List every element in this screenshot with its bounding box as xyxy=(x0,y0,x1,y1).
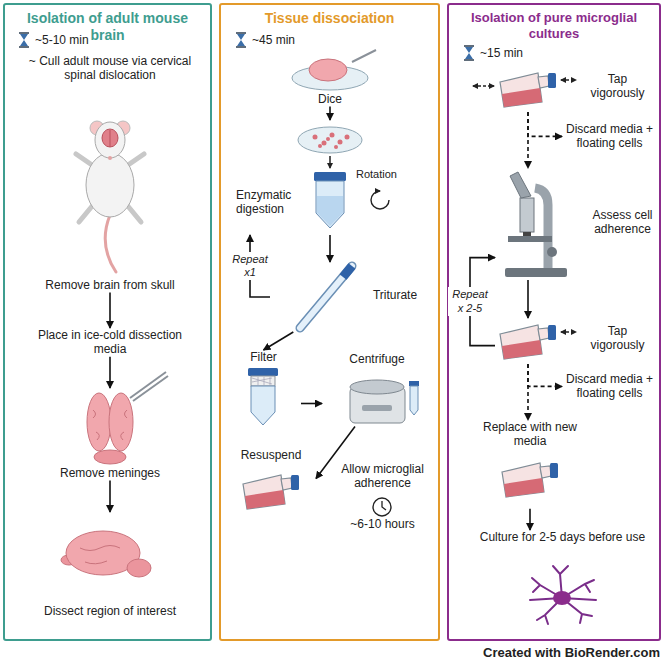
step-label: Discard media + floating cells xyxy=(562,372,657,401)
step-label: Assess cell adherence xyxy=(590,208,655,237)
time-label: ~5-10 min xyxy=(35,33,89,47)
step-label: Triturate xyxy=(365,288,425,302)
step-node: Dice xyxy=(285,46,375,106)
step-node: Remove brain from skull xyxy=(15,278,205,292)
panel: Isolation of pure microglial culturesTap… xyxy=(447,3,661,641)
step-node: Remove meninges xyxy=(45,388,175,480)
flow-arrow xyxy=(329,235,331,262)
flow-arrow xyxy=(329,106,331,120)
step-node: Triturate xyxy=(270,262,425,332)
panel: Tissue dissociationDiceEnzymatic digesti… xyxy=(219,3,440,641)
step-node: Tap vigorously xyxy=(470,66,655,112)
panel-heading: Tissue dissociation xyxy=(225,10,434,27)
dashed-arrow xyxy=(527,364,529,420)
time-label: ~15 min xyxy=(480,46,523,60)
step-label: Place in ice-cold dissection media xyxy=(25,328,195,357)
step-node: Enzymatic digestion xyxy=(232,120,428,235)
step-label: Tap vigorously xyxy=(580,72,655,101)
step-node: Discard media + floating cells xyxy=(562,372,657,401)
flow-arrow xyxy=(264,332,294,350)
rotation-label: Rotation xyxy=(356,168,397,181)
dashed-arrow xyxy=(528,112,562,136)
dashed-arrow xyxy=(528,364,562,386)
step-label: Tap vigorously xyxy=(580,324,655,353)
step-label: Resuspend xyxy=(226,448,316,462)
step-node: Tap vigorously xyxy=(495,318,655,364)
step-node: Resuspend xyxy=(226,448,316,524)
step-node: Dissect region of interest xyxy=(25,512,195,618)
credit-label: Created with BioRender.com xyxy=(455,645,660,661)
step-label: Dice xyxy=(285,92,375,106)
step-label: Culture for 2-5 days before use xyxy=(470,530,655,544)
dashed-arrow xyxy=(527,112,529,168)
flow-arrow xyxy=(109,480,111,512)
step-node: Replace with new media xyxy=(470,420,590,509)
step-node: ~ Cull adult mouse via cervical spinal d… xyxy=(15,54,205,83)
flow-arrow xyxy=(109,357,111,388)
flow-arrow xyxy=(109,292,111,328)
step-label: Allow microglial adherence xyxy=(330,462,435,491)
step-node: Discard media + floating cells xyxy=(562,122,657,151)
step-label: Replace with new media xyxy=(470,420,590,449)
step-node: Assess cell adherence xyxy=(495,168,655,280)
flow-arrow xyxy=(529,509,531,530)
step-node: Filter xyxy=(226,350,301,426)
step-label: Discard media + floating cells xyxy=(562,122,657,151)
step-label: Enzymatic digestion xyxy=(236,188,302,217)
step-label: Dissect region of interest xyxy=(25,604,195,618)
duration-label: ~6-10 hours xyxy=(330,517,435,531)
step-node: Place in ice-cold dissection media xyxy=(25,328,195,357)
time-label: ~45 min xyxy=(252,33,295,47)
panel: Isolation of adult mouse brain~ Cull adu… xyxy=(3,3,212,641)
step-node: Culture for 2-5 days before use xyxy=(470,530,655,606)
flow-arrow xyxy=(527,280,529,318)
step-node: Centrifuge xyxy=(322,352,432,426)
step-label: Remove meninges xyxy=(45,466,175,480)
step-label: Centrifuge xyxy=(322,352,432,366)
step-label: Filter xyxy=(226,350,301,364)
repeat-label: Repeat x 2-5 xyxy=(448,287,492,315)
step-label: ~ Cull adult mouse via cervical spinal d… xyxy=(15,54,205,83)
step-label: Remove brain from skull xyxy=(15,278,205,292)
flow-arrow xyxy=(301,403,322,405)
step-node: Allow microglial adherence ~6-10 hours xyxy=(330,462,435,531)
repeat-label: Repeat x1 xyxy=(228,252,272,280)
panel-heading: Isolation of pure microglial cultures xyxy=(453,10,655,41)
